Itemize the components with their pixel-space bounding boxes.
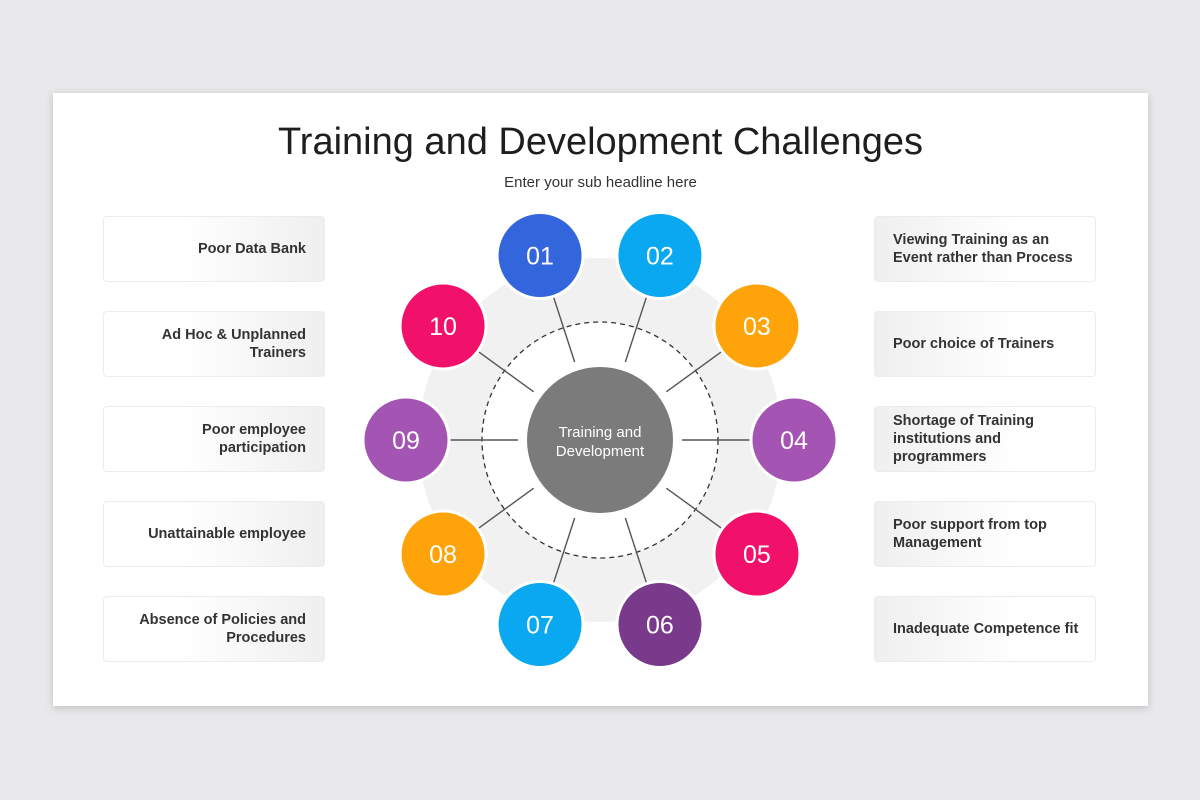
right-challenge-text: Poor choice of Trainers bbox=[893, 336, 1055, 352]
right-challenge-text: Inadequate Competence fit bbox=[893, 621, 1079, 637]
node-label-01: 01 bbox=[526, 242, 554, 270]
right-challenge-box: Shortage of Training institutions and pr… bbox=[874, 406, 1096, 472]
right-challenge-box: Inadequate Competence fit bbox=[874, 596, 1096, 662]
page-title: Training and Development Challenges bbox=[278, 121, 923, 163]
page-subtitle: Enter your sub headline here bbox=[504, 174, 697, 191]
left-challenge-box: Absence of Policies and Procedures bbox=[103, 596, 325, 662]
node-label-10: 10 bbox=[429, 313, 457, 341]
node-label-02: 02 bbox=[646, 242, 674, 270]
node-label-04: 04 bbox=[780, 427, 808, 455]
left-challenge-box: Unattainable employee bbox=[103, 501, 325, 567]
node-circle-10 bbox=[398, 281, 488, 371]
left-challenge-box: Ad Hoc & Unplanned Trainers bbox=[103, 311, 325, 377]
node-circle-05 bbox=[712, 509, 802, 599]
left-challenge-text: Ad Hoc & Unplanned Trainers bbox=[161, 327, 306, 361]
right-challenge-box: Viewing Training as an Event rather than… bbox=[874, 216, 1096, 282]
connector-line bbox=[478, 487, 535, 529]
node-circle-07 bbox=[495, 580, 585, 670]
left-challenge-text: Poor Data Bank bbox=[198, 241, 306, 257]
node-circle-08 bbox=[398, 509, 488, 599]
left-challenge-box: Poor Data Bank bbox=[103, 216, 325, 282]
connector-line bbox=[624, 517, 648, 583]
connector-line bbox=[665, 487, 722, 529]
node-circle-06 bbox=[615, 580, 705, 670]
left-challenge-box: Poor employee participation bbox=[103, 406, 325, 472]
connector-line bbox=[478, 351, 535, 393]
right-challenge-text: Viewing Training as an Event rather than… bbox=[893, 232, 1073, 266]
node-label-08: 08 bbox=[429, 541, 457, 569]
cycle-diagram: Training and Development 01 02 03 04 05 06 07 0… bbox=[361, 210, 839, 670]
node-circle-01 bbox=[495, 210, 585, 300]
left-challenge-text: Unattainable employee bbox=[148, 526, 306, 542]
node-label-03: 03 bbox=[743, 313, 771, 341]
connector-line bbox=[665, 351, 722, 393]
node-label-09: 09 bbox=[392, 427, 420, 455]
slide: Training and Development Challenges Ente… bbox=[53, 93, 1148, 706]
node-circle-03 bbox=[712, 281, 802, 371]
node-circle-02 bbox=[615, 210, 705, 300]
center-label-line2: Development bbox=[556, 443, 645, 460]
left-challenge-text: Absence of Policies and Procedures bbox=[139, 612, 306, 646]
center-circle bbox=[527, 367, 673, 513]
right-challenge-box: Poor choice of Trainers bbox=[874, 311, 1096, 377]
left-challenge-text: Poor employee participation bbox=[202, 422, 306, 456]
node-circle-09 bbox=[361, 395, 451, 485]
connector-line bbox=[552, 297, 576, 363]
connector-line bbox=[552, 517, 576, 583]
center-label-line1: Training and bbox=[559, 424, 642, 441]
node-label-06: 06 bbox=[646, 612, 674, 640]
right-challenge-text: Poor support from top Management bbox=[893, 517, 1047, 551]
right-challenge-text: Shortage of Training institutions and pr… bbox=[893, 413, 1034, 465]
connector-line bbox=[624, 297, 648, 363]
node-label-07: 07 bbox=[526, 612, 554, 640]
node-circle-04 bbox=[749, 395, 839, 485]
node-label-05: 05 bbox=[743, 541, 771, 569]
right-challenge-box: Poor support from top Management bbox=[874, 501, 1096, 567]
